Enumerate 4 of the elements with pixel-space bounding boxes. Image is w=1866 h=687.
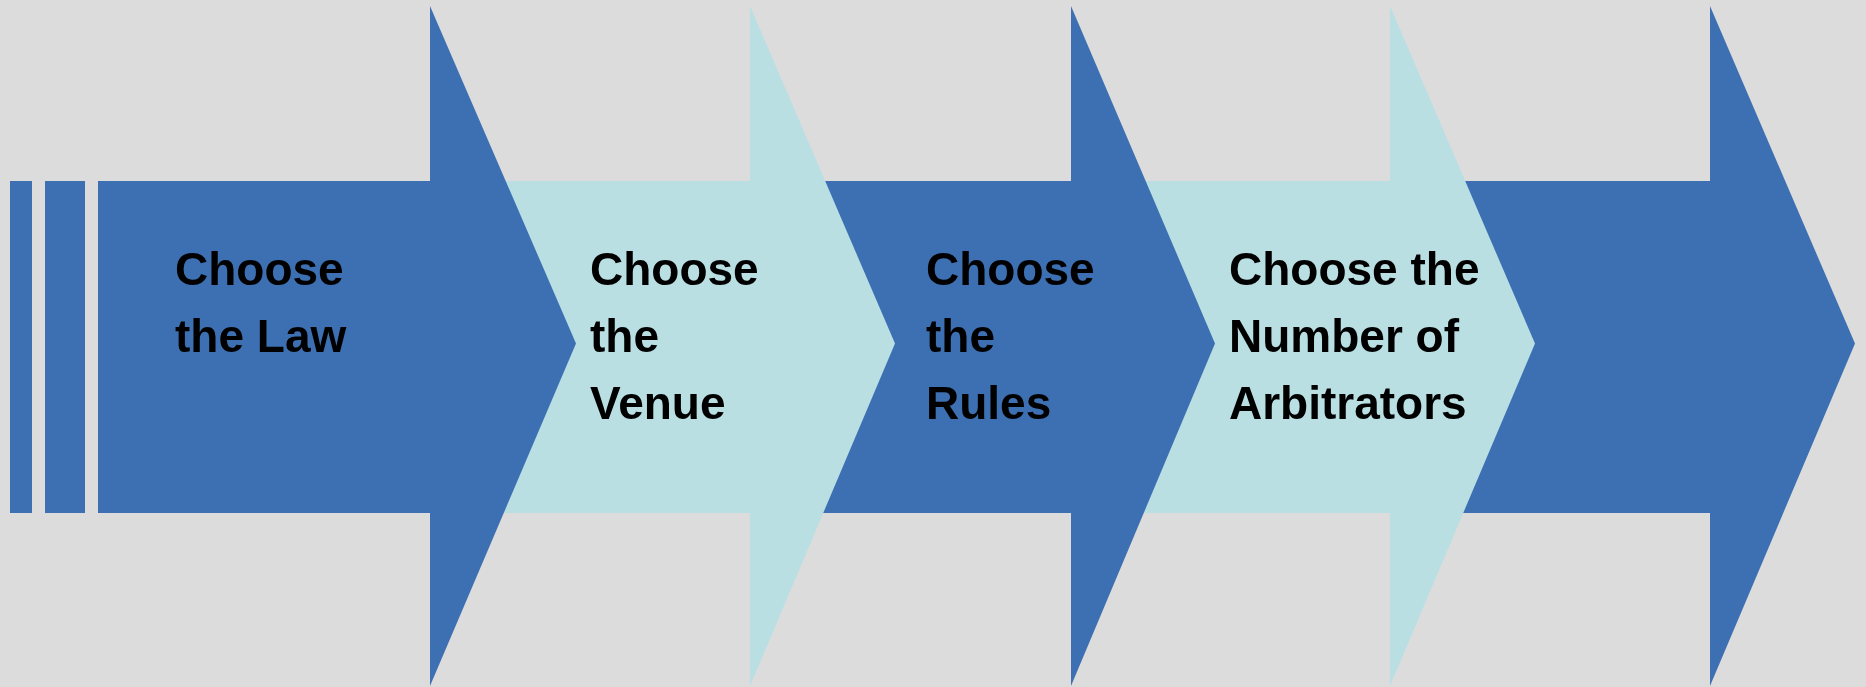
step-label: Choose the Number of Arbitrators <box>1229 242 1481 431</box>
step-label: Choose the Law <box>175 242 348 364</box>
step-label: Choose the Venue <box>590 242 760 431</box>
step-label: Choose the Rules <box>926 242 1096 431</box>
